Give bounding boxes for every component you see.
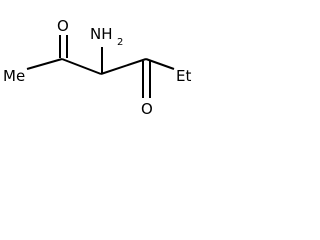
methyl-label: Me [3,67,25,85]
bond-me-c2 [26,58,63,70]
ethyl-label: Et [176,67,191,85]
oxygen-right-label: O [141,100,153,118]
oxygen-left-label: O [57,17,69,35]
bond-c4-et [145,58,175,70]
amine-subscript: 2 [117,37,123,48]
amine-label: NH [90,25,113,43]
bond-c3-c4 [100,58,147,75]
molecule-diagram: Me Et O O NH 2 [3,17,191,118]
bond-c2-c3 [61,58,102,75]
structure-canvas: Me Et O O NH 2 [0,0,221,141]
